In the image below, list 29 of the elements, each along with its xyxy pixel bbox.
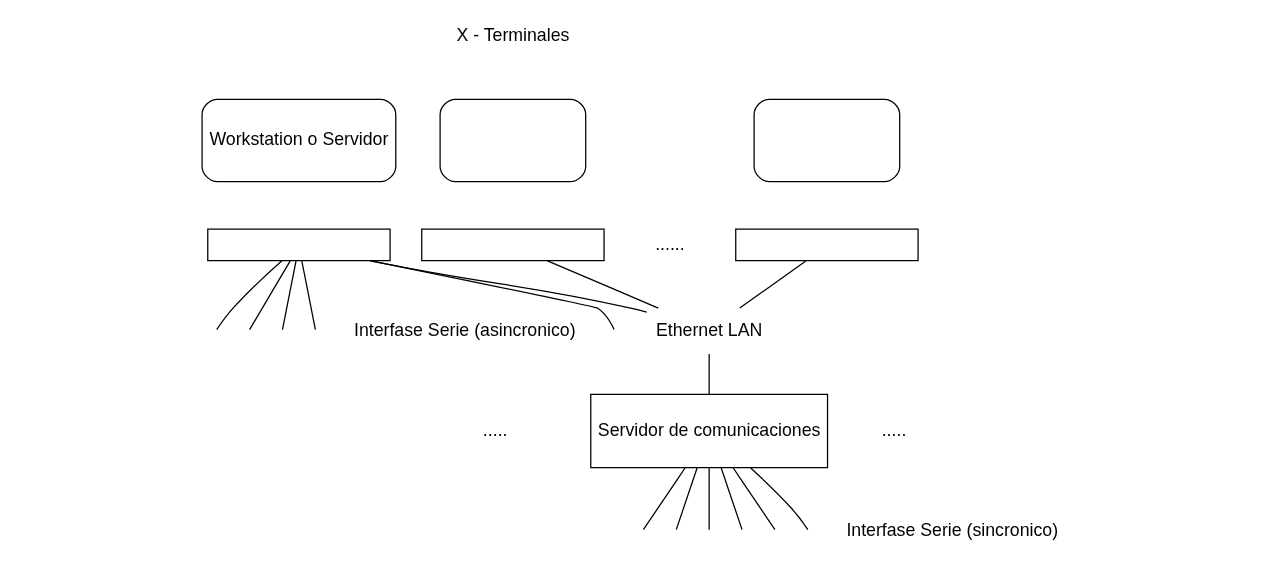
connector [642, 467, 686, 531]
node-box [438, 98, 586, 183]
connector [368, 260, 647, 313]
connector [732, 467, 776, 531]
connector [369, 260, 615, 331]
node-box: Servidor de comunicaciones [589, 393, 828, 469]
label: Interfase Serie (asincronico) [353, 319, 576, 340]
connector [749, 467, 808, 531]
node-text: Ethernet LAN [655, 319, 762, 340]
connector [720, 467, 743, 531]
connector [738, 260, 806, 309]
node-box [420, 228, 605, 262]
connector [546, 260, 659, 309]
connector [215, 260, 283, 331]
label: ...... [654, 233, 685, 254]
node-box: Workstation o Servidor [200, 98, 396, 183]
label: ..... [881, 419, 906, 440]
node-box [206, 228, 391, 262]
connector [708, 353, 710, 395]
connector [300, 260, 316, 331]
connector [675, 467, 698, 531]
connector [248, 260, 291, 331]
node-box [752, 98, 900, 183]
label: Interfase Serie (sincronico) [845, 519, 1058, 540]
label: X - Terminales [455, 24, 569, 45]
connector [281, 260, 297, 331]
node-box [734, 228, 919, 262]
label: ..... [482, 419, 507, 440]
connector [708, 467, 710, 531]
